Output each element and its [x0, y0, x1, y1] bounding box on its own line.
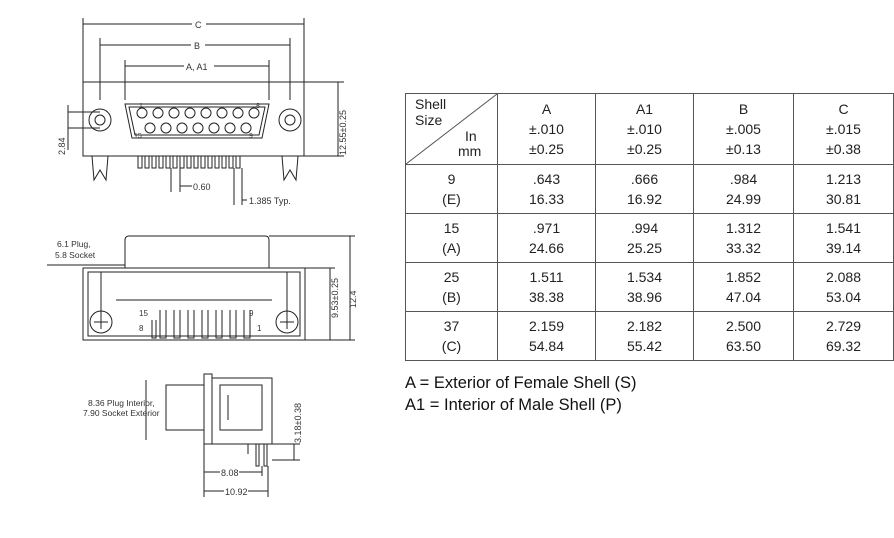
plug-socket-label-1: 6.1 Plug,	[57, 239, 91, 249]
note-a: A = Exterior of Female Shell (S)	[405, 374, 637, 392]
dim-1092-label: 10.92	[225, 487, 248, 497]
front-view-drawing	[47, 235, 355, 341]
size-cell: 15(A)	[405, 213, 498, 263]
side-view-drawing	[145, 373, 300, 497]
size-cell: 9(E)	[405, 164, 498, 214]
plug-socket-label-2: 5.8 Socket	[55, 250, 96, 260]
column-header-b: B ±.005 ±0.13	[693, 93, 794, 165]
column-header-a1: A1 ±.010 ±0.25	[595, 93, 694, 165]
front-pin-num-15: 15	[139, 309, 148, 318]
unit-inch-label: In	[465, 128, 477, 144]
top-pin-num-1: 1	[139, 103, 143, 110]
dim-953-label: 9.53±0.25	[330, 278, 340, 318]
dim-808-label: 8.08	[221, 468, 239, 478]
dim-318-label: 3.18±0.38	[293, 403, 303, 443]
table-notes: A = Exterior of Female Shell (S) A1 = In…	[405, 372, 637, 416]
dim-124-label: 12.4	[348, 290, 358, 308]
dim-c-label: C	[195, 20, 202, 30]
size-cell: 25(B)	[405, 262, 498, 312]
pin-row-lower	[144, 122, 252, 134]
dim-pin-spacing-label: 0.60	[193, 182, 211, 192]
front-pin-num-9: 9	[249, 309, 254, 318]
interior-label-1: 8.36 Plug Interior,	[88, 398, 155, 408]
pc-tails	[137, 156, 241, 169]
dim-a-a1-label: A, A1	[186, 62, 208, 72]
top-pin-num-8: 8	[256, 103, 260, 110]
top-pin-num-9: 9	[249, 133, 253, 140]
size-cell: 37(C)	[405, 311, 498, 361]
top-view-drawing	[67, 18, 344, 205]
column-header-a: A ±.010 ±0.25	[497, 93, 596, 165]
pin-row-upper	[136, 107, 260, 119]
column-header-c: C ±.015 ±0.38	[793, 93, 894, 165]
dim-side-label: 2.84	[57, 137, 67, 155]
unit-mm-label: mm	[458, 143, 482, 159]
interior-label-2: 7.90 Socket Exterior	[83, 408, 160, 418]
top-pin-num-15: 15	[134, 133, 142, 140]
dim-height-label: 12.55±0.25	[338, 110, 348, 155]
note-a1: A1 = Interior of Male Shell (P)	[405, 396, 622, 414]
front-pin-num-1: 1	[257, 324, 262, 333]
dim-b-label: B	[194, 41, 200, 51]
dim-pitch-label: 1.385 Typ.	[249, 196, 291, 206]
connector-drawings: C B A, A1 12.55±0.25 2.84 0.60 1.385 Typ…	[47, 18, 358, 497]
front-pin-num-8: 8	[139, 324, 144, 333]
front-pins	[151, 310, 251, 339]
